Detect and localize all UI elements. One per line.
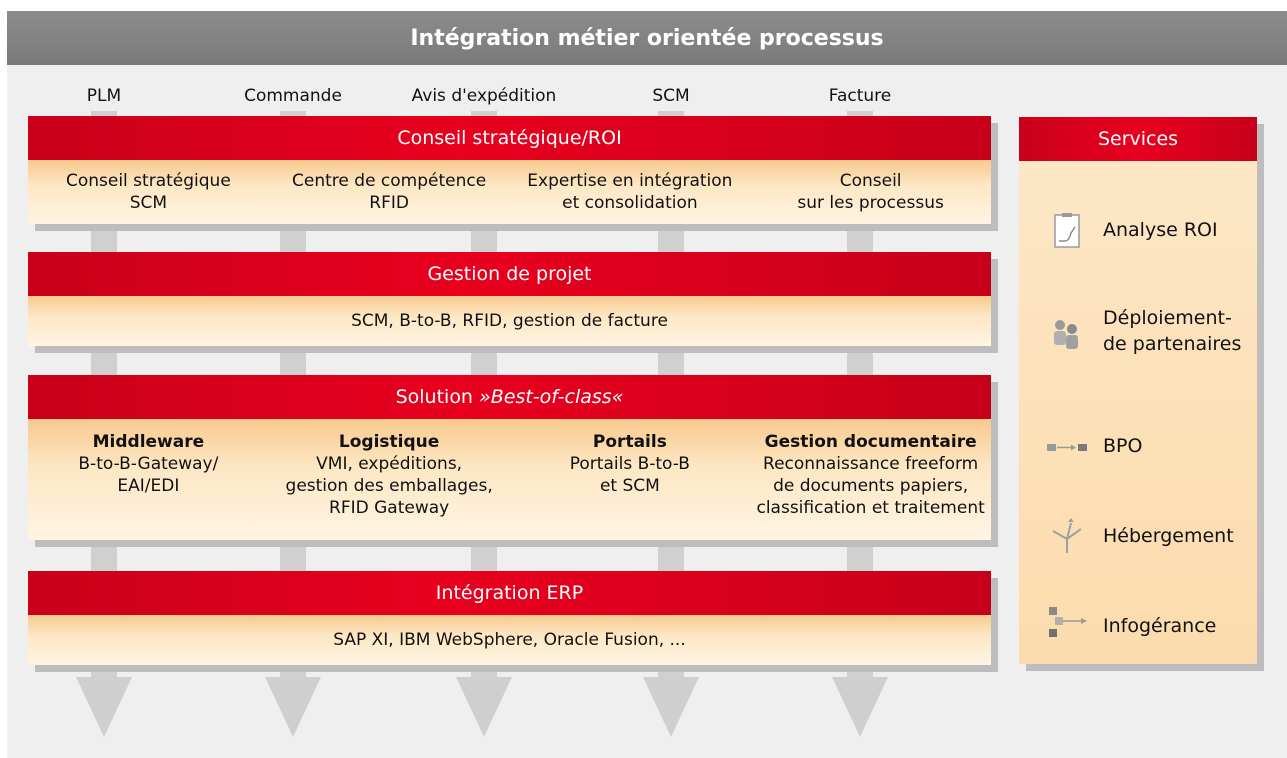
erp-body: SAP XI, IBM WebSphere, Oracle Fusion, ..…	[28, 615, 991, 665]
flow-label-avis-expedition: Avis d'expédition	[411, 86, 557, 106]
project-block: Gestion de projet SCM, B-to-B, RFID, ges…	[28, 252, 991, 346]
service-hebergement: Hébergement	[1019, 507, 1257, 567]
services-panel: Services Analyse ROI Déploiement-de part…	[1019, 117, 1257, 664]
flow-label-scm: SCM	[652, 86, 690, 106]
service-label: BPO	[1103, 435, 1143, 457]
project-body-text: SCM, B-to-B, RFID, gestion de facture	[351, 311, 668, 331]
chart-clipboard-icon	[1054, 213, 1080, 248]
erp-body-text: SAP XI, IBM WebSphere, Oracle Fusion, ..…	[333, 630, 686, 650]
strategy-block: Conseil stratégique/ROI Conseil stratégi…	[28, 116, 991, 224]
services-header: Services	[1019, 117, 1257, 161]
solution-body: Middleware B-to-B-Gateway/EAI/EDI Logist…	[28, 419, 991, 540]
erp-block: Intégration ERP SAP XI, IBM WebSphere, O…	[28, 571, 991, 665]
process-arrow-icon	[1047, 444, 1087, 451]
solution-header: Solution »Best-of-class«	[28, 375, 991, 419]
service-label: Infogérance	[1103, 615, 1217, 637]
flow-arrow-head	[456, 677, 512, 737]
service-bpo: BPO	[1019, 417, 1257, 477]
diagram-canvas: Intégration métier orientée processus PL…	[7, 11, 1287, 758]
project-header: Gestion de projet	[28, 252, 991, 296]
service-infogerance: Infogérance	[1019, 597, 1257, 657]
strategy-header: Conseil stratégique/ROI	[28, 116, 991, 160]
project-body: SCM, B-to-B, RFID, gestion de facture	[28, 296, 991, 346]
service-label: Hébergement	[1103, 525, 1234, 547]
service-label: Déploiement-de partenaires	[1103, 307, 1242, 355]
flow-label-plm: PLM	[86, 86, 122, 106]
solution-cell-gestion-documentaire: Gestion documentaire Reconnaissance free…	[756, 432, 985, 518]
hosting-branch-icon	[1052, 518, 1082, 553]
flow-label-commande: Commande	[244, 86, 342, 106]
flow-arrow-head	[832, 677, 888, 737]
flow-label-facture: Facture	[828, 86, 892, 106]
flow-arrow-head	[265, 677, 321, 737]
flow-arrow-head	[76, 677, 132, 737]
solution-cell-logistique: Logistique VMI, expéditions,gestion des …	[285, 432, 493, 518]
diagram-title: Intégration métier orientée processus	[7, 11, 1287, 65]
flow-arrow-head	[643, 677, 699, 737]
outsourcing-icon	[1049, 607, 1087, 637]
service-label: Analyse ROI	[1103, 219, 1218, 241]
solution-cell-middleware: Middleware B-to-B-Gateway/EAI/EDI	[78, 432, 219, 496]
solution-block: Solution »Best-of-class« Middleware B-to…	[28, 375, 991, 540]
service-analyse-roi: Analyse ROI	[1019, 201, 1257, 261]
people-icon	[1054, 320, 1078, 349]
erp-header: Intégration ERP	[28, 571, 991, 615]
service-deploiement-partenaires: Déploiement-de partenaires	[1019, 291, 1257, 371]
